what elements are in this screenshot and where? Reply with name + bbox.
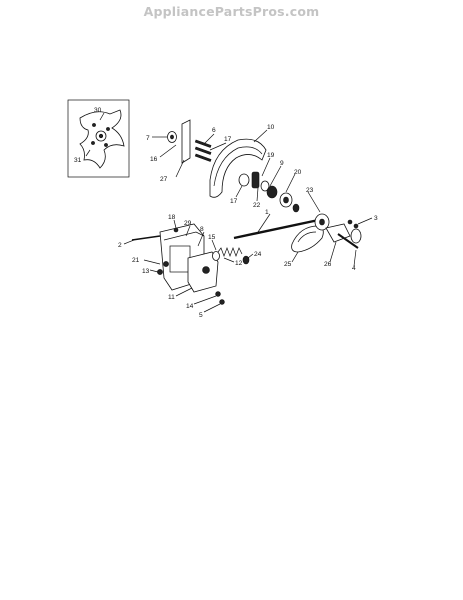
leader-line	[99, 112, 105, 121]
callout-16: 16	[150, 156, 158, 163]
callout-1: 1	[265, 209, 269, 216]
blade-hole	[91, 141, 95, 145]
output-wheel	[350, 228, 362, 244]
blade-hole	[104, 143, 108, 147]
bolt-set	[194, 139, 212, 162]
bearing	[260, 180, 270, 192]
mounting-plate	[181, 119, 191, 164]
washer-hole	[170, 134, 174, 140]
callout-23: 23	[306, 187, 314, 194]
callout-12: 12	[235, 260, 243, 267]
screw	[163, 261, 169, 267]
housing-edge	[163, 231, 205, 241]
screw	[173, 227, 179, 233]
callout-3: 3	[374, 215, 378, 222]
callout-15: 15	[208, 234, 216, 241]
callout-8: 8	[200, 226, 204, 233]
callout-31: 31	[74, 157, 82, 164]
tension-spring	[217, 247, 243, 257]
callout-29: 29	[184, 220, 192, 227]
callout-19: 19	[267, 152, 275, 159]
callout-13: 13	[142, 268, 150, 275]
gear-case-bolt	[202, 266, 210, 274]
callout-labels: 30 31 7 6 17 10 16 19 9 27 20 17 22 23 1…	[74, 107, 378, 319]
side-bolt	[131, 235, 161, 241]
spacer	[292, 203, 300, 213]
drive-belt-inner	[297, 231, 317, 243]
drive-pulley-hub	[319, 218, 325, 226]
callout-7: 7	[146, 135, 150, 142]
tine-shield	[209, 138, 267, 198]
blade-hole	[106, 127, 110, 131]
watermark-text: AppliancePartsPros.com	[143, 4, 320, 19]
callout-17: 17	[224, 136, 232, 143]
callout-2: 2	[118, 242, 122, 249]
hex-nut	[219, 299, 225, 305]
callout-26: 26	[324, 261, 332, 268]
hex-bolt	[353, 223, 359, 229]
blade-hub-hole	[98, 133, 104, 139]
callout-18: 18	[168, 214, 176, 221]
callout-17: 17	[230, 198, 238, 205]
callout-25: 25	[284, 261, 292, 268]
lower-assembly	[131, 213, 362, 305]
hex-bolt	[347, 219, 353, 225]
callout-10: 10	[267, 124, 275, 131]
drive-belt	[291, 225, 324, 253]
tine-shield-rim	[213, 146, 263, 187]
leader-line	[85, 149, 91, 157]
spring-washer	[212, 251, 220, 261]
hex-nut	[215, 291, 221, 297]
blade-hole	[92, 123, 96, 127]
output-shaft	[337, 233, 359, 249]
bearing-race	[266, 185, 278, 199]
pulley-hole	[283, 196, 289, 204]
bushing	[242, 255, 250, 265]
callout-9: 9	[280, 160, 284, 167]
callout-6: 6	[212, 127, 216, 134]
callout-24: 24	[254, 251, 262, 258]
callout-22: 22	[253, 202, 261, 209]
callout-30: 30	[94, 107, 102, 114]
hub-collar	[251, 171, 260, 189]
callout-27: 27	[160, 176, 168, 183]
callout-11: 11	[168, 294, 175, 301]
callout-4: 4	[352, 265, 356, 272]
inset-frame	[67, 99, 130, 178]
inset-detail	[67, 99, 130, 178]
leader-lines	[123, 129, 373, 313]
hub-flange	[238, 173, 250, 187]
upper-assembly	[167, 119, 300, 213]
callout-14: 14	[186, 303, 194, 310]
callout-20: 20	[294, 169, 302, 176]
screw	[157, 269, 163, 275]
callout-21: 21	[132, 257, 140, 264]
callout-5: 5	[199, 312, 203, 319]
drive-shaft	[233, 216, 329, 240]
